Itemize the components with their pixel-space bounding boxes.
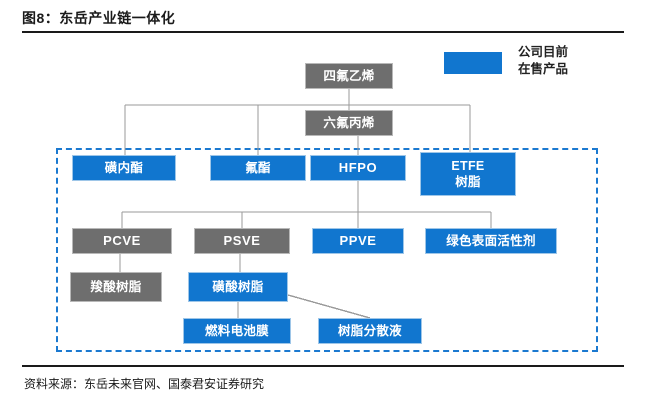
node-hexafluoropropylene[interactable]: 六氟丙烯 bbox=[305, 110, 393, 136]
node-fluoroester[interactable]: 氟酯 bbox=[210, 155, 306, 181]
node-ppve[interactable]: PPVE bbox=[312, 228, 404, 254]
node-psve[interactable]: PSVE bbox=[194, 228, 290, 254]
figure-source: 资料来源：东岳未来官网、国泰君安证券研究 bbox=[24, 377, 265, 391]
node-green-surfactant[interactable]: 绿色表面活性剂 bbox=[425, 228, 557, 254]
node-fuel-cell-membrane[interactable]: 燃料电池膜 bbox=[183, 318, 291, 344]
node-tetrafluoroethylene[interactable]: 四氟乙烯 bbox=[305, 63, 393, 89]
legend-color-swatch bbox=[444, 52, 502, 74]
legend-label-line1: 公司目前 bbox=[518, 45, 569, 59]
figure-title: 图8：东岳产业链一体化 bbox=[22, 10, 176, 26]
node-pcve[interactable]: PCVE bbox=[72, 228, 172, 254]
node-hfpo[interactable]: HFPO bbox=[310, 155, 406, 181]
node-sulfonic-acid-resin[interactable]: 磺酸树脂 bbox=[188, 272, 288, 302]
node-sultone[interactable]: 磺内酯 bbox=[72, 155, 176, 181]
title-divider-top bbox=[22, 31, 624, 33]
node-resin-dispersion[interactable]: 树脂分散液 bbox=[318, 318, 422, 344]
node-carboxylic-acid-resin[interactable]: 羧酸树脂 bbox=[70, 272, 162, 302]
node-etfe-resin-line1: ETFE bbox=[451, 159, 485, 173]
node-etfe-resin[interactable]: ETFE 树脂 bbox=[420, 152, 516, 196]
legend-label: 公司目前 在售产品 bbox=[518, 44, 638, 78]
node-etfe-resin-line2: 树脂 bbox=[455, 175, 481, 189]
legend-label-line2: 在售产品 bbox=[518, 62, 569, 76]
product-group-dashed-box bbox=[56, 148, 598, 352]
source-divider-bottom bbox=[22, 365, 624, 367]
